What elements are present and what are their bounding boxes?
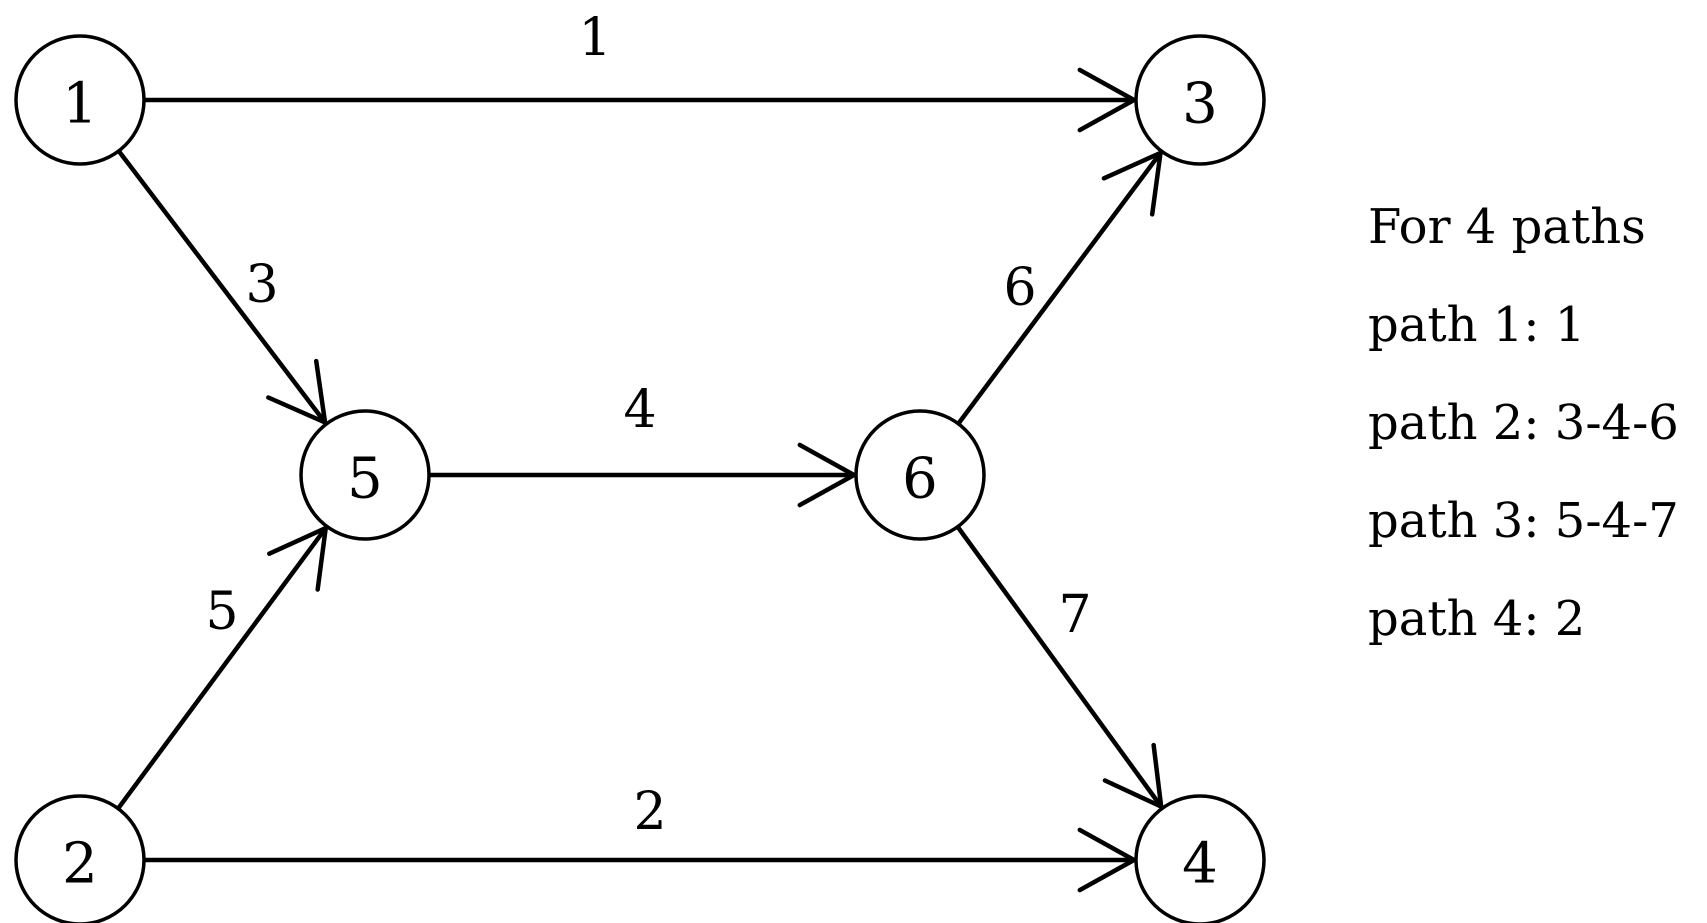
node-5: 5	[299, 409, 431, 541]
edge-line	[955, 524, 1164, 809]
arrowhead	[1102, 742, 1164, 809]
legend-path-1: path 1: 1	[1368, 297, 1586, 353]
legend-path-2: path 2: 3-4-6	[1368, 395, 1679, 451]
edge-label-1-3: 1	[578, 8, 611, 68]
edge-1-5: 3	[116, 148, 328, 425]
legend-path-3: path 3: 5-4-7	[1368, 493, 1679, 549]
node-label: 6	[902, 447, 938, 512]
arrowhead	[267, 525, 328, 592]
edge-1-3: 1	[141, 8, 1137, 133]
node-label: 3	[1182, 72, 1218, 137]
edge-6-3: 6	[956, 150, 1163, 426]
node-circle	[14, 34, 146, 166]
edge-5-6: 4	[426, 380, 857, 508]
edge-label-2-5: 5	[205, 582, 238, 642]
node-circle	[299, 409, 431, 541]
arrowhead	[1077, 67, 1137, 133]
edge-2-5: 5	[115, 525, 328, 811]
arrowhead	[266, 358, 328, 425]
path-legend: For 4 paths path 1: 1 path 2: 3-4-6 path…	[1368, 178, 1679, 668]
node-3: 3	[1134, 34, 1266, 166]
arrowhead	[797, 442, 857, 508]
node-circle	[1134, 34, 1266, 166]
edge-label-2-4: 2	[633, 782, 666, 842]
edge-label-6-4: 7	[1058, 585, 1091, 645]
edge-label-1-5: 3	[245, 255, 278, 315]
edge-label-5-6: 4	[623, 380, 656, 440]
node-4: 4	[1134, 794, 1266, 923]
node-circle	[1134, 794, 1266, 923]
edge-line	[956, 150, 1163, 426]
node-circle	[14, 794, 146, 923]
node-label: 2	[62, 832, 98, 897]
legend-path-4: path 4: 2	[1368, 591, 1586, 647]
node-6: 6	[854, 409, 986, 541]
edges: 1 3 4 6 5 7 2	[115, 8, 1164, 893]
nodes: 1 2 3 4 5 6	[14, 34, 1266, 923]
arrowhead	[1077, 827, 1137, 893]
node-label: 5	[347, 447, 383, 512]
node-label: 4	[1182, 832, 1218, 897]
node-1: 1	[14, 34, 146, 166]
edge-label-6-3: 6	[1003, 258, 1036, 318]
edge-line	[115, 525, 328, 811]
edge-2-4: 2	[141, 782, 1137, 893]
node-circle	[854, 409, 986, 541]
arrowhead	[1101, 150, 1163, 217]
node-2: 2	[14, 794, 146, 923]
legend-heading: For 4 paths	[1368, 199, 1646, 255]
edge-line	[116, 148, 328, 425]
edge-6-4: 7	[955, 524, 1164, 809]
node-label: 1	[62, 72, 98, 137]
